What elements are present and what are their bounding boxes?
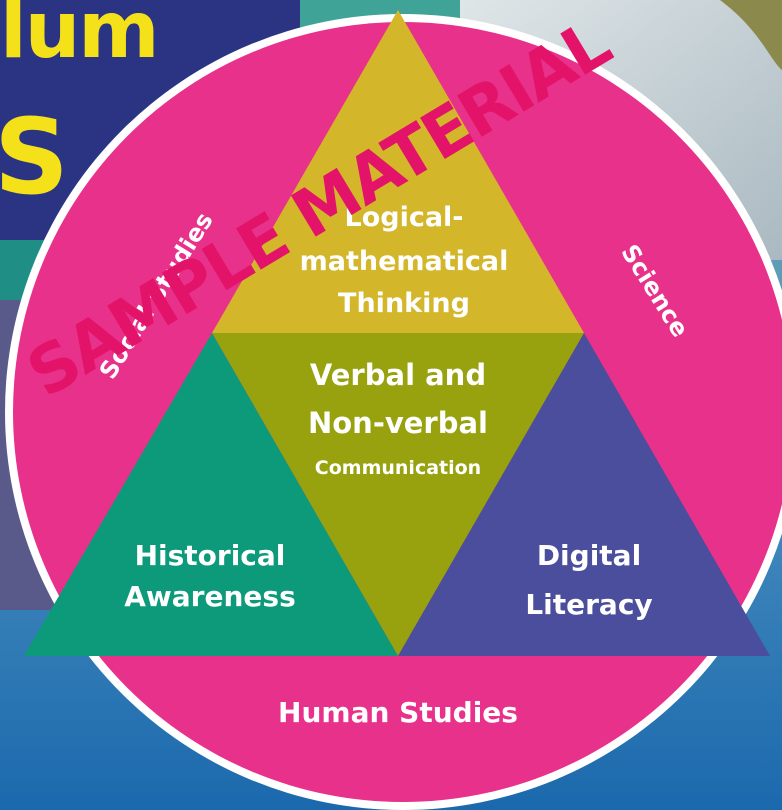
right-triangle-line2: Literacy bbox=[525, 588, 652, 621]
center-triangle-line3: Communication bbox=[315, 457, 481, 479]
outer-label-human-studies: Human Studies bbox=[278, 696, 518, 729]
header-title-line1: lum bbox=[0, 0, 160, 76]
center-triangle-line1: Verbal and bbox=[310, 358, 486, 392]
header-title-line2: S bbox=[0, 96, 69, 218]
triangle-right bbox=[398, 333, 770, 656]
top-triangle-line1: Logical- bbox=[344, 202, 463, 233]
emblem-fragment bbox=[720, 0, 782, 70]
left-triangle-line2: Awareness bbox=[124, 580, 296, 613]
center-triangle-line2: Non-verbal bbox=[308, 406, 488, 440]
left-triangle-line1: Historical bbox=[135, 539, 286, 572]
top-triangle-line2: mathematical bbox=[300, 246, 509, 277]
top-triangle-line3: Thinking bbox=[338, 288, 470, 319]
triangle-left bbox=[24, 333, 398, 656]
triangle-top bbox=[212, 10, 584, 333]
triangle-center bbox=[212, 333, 584, 656]
right-triangle-line1: Digital bbox=[537, 539, 641, 572]
